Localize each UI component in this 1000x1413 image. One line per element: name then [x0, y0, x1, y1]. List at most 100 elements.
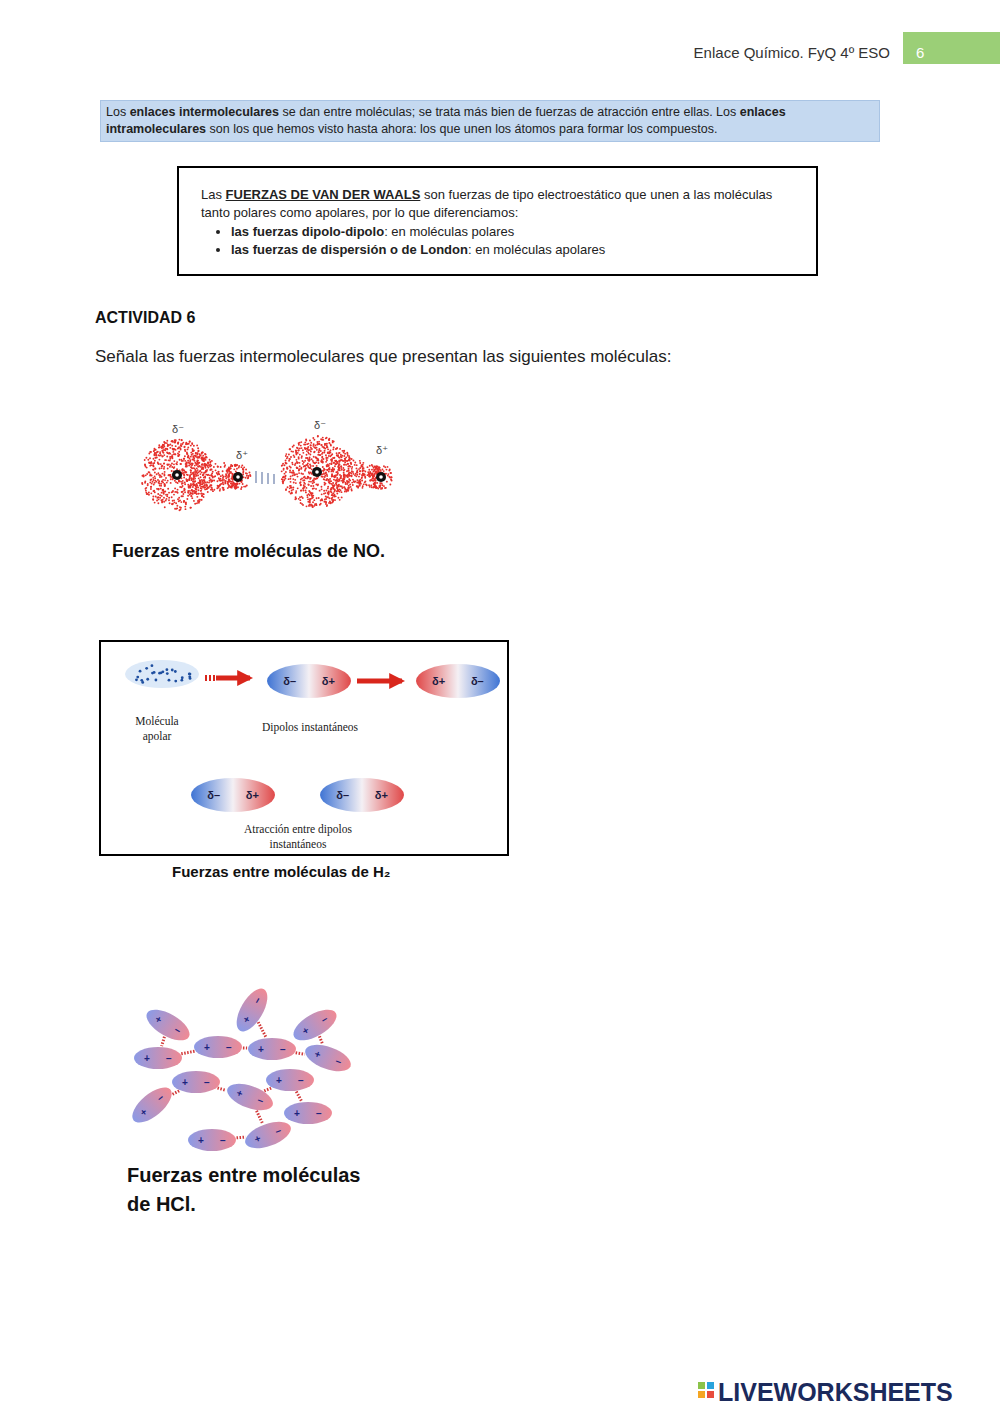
- molecule-outline: [191, 778, 275, 812]
- body-text: Las: [201, 187, 222, 202]
- charge-sign: δ–: [283, 675, 296, 687]
- molecule-outline: [320, 778, 404, 812]
- molecule-ellipse: [289, 1003, 342, 1046]
- hcl-molecule: +−: [289, 1003, 342, 1046]
- molecule-outline: [194, 1036, 242, 1058]
- emphasis-text: las fuerzas de dispersión o de London: [231, 242, 468, 257]
- molecule-ellipse: [188, 1129, 236, 1151]
- charge-sign: δ+: [375, 789, 388, 801]
- charge-sign: δ+: [246, 789, 259, 801]
- charge-sign: δ+: [322, 675, 335, 687]
- molecule-outline: [266, 1069, 314, 1091]
- panel-caption: Dipolos instantáneos: [230, 720, 390, 735]
- hcl-molecule: +−: [142, 1003, 195, 1046]
- paragraph: Las FUERZAS DE VAN DER WAALS son fuerzas…: [201, 186, 796, 221]
- instantaneous-dipole: δ– δ+: [267, 664, 351, 698]
- dipole-attraction: [237, 1135, 246, 1139]
- dipole-attraction: [258, 1022, 266, 1037]
- molecule-ellipse: [224, 1078, 277, 1115]
- dipole-attraction: [264, 1088, 271, 1091]
- charge-sign: −: [220, 1135, 226, 1146]
- bullet-item: las fuerzas dipolo-dipolo: en moléculas …: [231, 223, 796, 241]
- hcl-molecule: +−: [134, 1047, 182, 1069]
- london-forces-panel: Molécula apolar Dipolos instantáneosAtrac…: [99, 640, 509, 856]
- hcl-molecule: +−: [266, 1069, 314, 1091]
- body-text: se dan entre moléculas; se trata más bie…: [283, 105, 737, 119]
- hcl-molecule: +−: [188, 1129, 236, 1151]
- paragraph: Los enlaces intermoleculares se dan entr…: [106, 104, 874, 138]
- instruction: Señala las fuerzas intermoleculares que …: [95, 346, 795, 367]
- charge-sign: δ–: [207, 789, 220, 801]
- molecule-ellipse: [230, 984, 273, 1037]
- molecule-ellipse: [284, 1102, 332, 1124]
- bullet-list: las fuerzas dipolo-dipolo: en moléculas …: [201, 223, 796, 258]
- molecule-ellipse: [191, 778, 275, 812]
- molecule-ellipse: [416, 664, 500, 698]
- molecule-outline: [172, 1071, 220, 1093]
- molecule-outline: [302, 1039, 355, 1076]
- molecule-ellipse: [194, 1036, 242, 1058]
- instantaneous-dipole: δ–δ+: [320, 778, 404, 812]
- molecule-outline: [230, 984, 273, 1037]
- molecule-outline: [248, 1038, 296, 1060]
- panel-caption: Atracción entre dipolos instantáneos: [228, 822, 368, 852]
- dipole-attraction: [162, 1037, 165, 1046]
- molecule-outline: [289, 1003, 342, 1046]
- charge-sign: +: [198, 1135, 204, 1146]
- polarization-arrow: [357, 679, 402, 684]
- instantaneous-dipole: δ+δ–: [416, 664, 500, 698]
- hcl-molecule: +−: [194, 1036, 242, 1058]
- figure-caption: Fuerzas entre moléculas de H₂: [172, 862, 502, 881]
- dipole-attraction: [296, 1053, 305, 1054]
- charge-sign: +: [182, 1077, 188, 1088]
- panel-caption: Molécula apolar: [121, 714, 193, 744]
- partial-charge: δ⁺: [227, 448, 257, 462]
- electron-cloud: [281, 435, 393, 508]
- dipole-attraction: [243, 1046, 247, 1049]
- no-molecule-clouds: [141, 435, 392, 511]
- charge-sign: +: [276, 1075, 282, 1086]
- charge-sign: +: [144, 1053, 150, 1064]
- van-der-waals-box: Las FUERZAS DE VAN DER WAALS son fuerzas…: [177, 166, 818, 276]
- molecule-outline: [188, 1129, 236, 1151]
- partial-charge: δ⁺: [367, 443, 397, 457]
- charge-sign: −: [226, 1042, 232, 1053]
- charge-sign: +: [294, 1108, 300, 1119]
- charge-sign: δ+: [432, 675, 445, 687]
- figure-caption: Fuerzas entre moléculas de NO.: [112, 540, 512, 563]
- hcl-molecule: +−: [127, 1081, 178, 1129]
- molecule-outline: [284, 1102, 332, 1124]
- body-text: : en moléculas apolares: [468, 242, 605, 257]
- charge-sign: +: [204, 1042, 210, 1053]
- hcl-molecule: +−: [230, 984, 273, 1037]
- emphasis-text: enlaces intermoleculares: [130, 105, 279, 119]
- molecule-outline: [127, 1081, 178, 1129]
- molecule-outline: [242, 1116, 295, 1153]
- instantaneous-dipole: δ– δ+: [191, 778, 275, 812]
- hcl-molecule: +−: [284, 1102, 332, 1124]
- emphasis-text: FUERZAS DE VAN DER WAALS: [226, 187, 421, 202]
- molecule-ellipse: [248, 1038, 296, 1060]
- charge-sign: −: [166, 1053, 172, 1064]
- electron-cloud: [141, 439, 251, 511]
- dipole-attraction: [181, 1051, 194, 1053]
- molecule-outline: [142, 1003, 195, 1046]
- page-number: 6: [916, 43, 956, 62]
- charge-sign: −: [204, 1077, 210, 1088]
- body-text: Los: [106, 105, 126, 119]
- activity-heading: ACTIVIDAD 6: [95, 308, 395, 328]
- molecule-ellipse: [242, 1116, 295, 1153]
- hcl-molecule: +−: [242, 1116, 295, 1153]
- dipole-attraction: [257, 1111, 263, 1124]
- hcl-molecule: +−: [248, 1038, 296, 1060]
- molecule-outline: [416, 664, 500, 698]
- dipole-attraction: [296, 1092, 301, 1102]
- molecule-ellipse: [142, 1003, 195, 1046]
- body-text: son los que hemos visto hasta ahora: los…: [210, 122, 718, 136]
- molecule-ellipse: [320, 778, 404, 812]
- hcl-molecule: +−: [172, 1071, 220, 1093]
- molecule-ellipse: [134, 1047, 182, 1069]
- hcl-molecule: +−: [302, 1039, 355, 1076]
- molecule-ellipse: [127, 1081, 178, 1129]
